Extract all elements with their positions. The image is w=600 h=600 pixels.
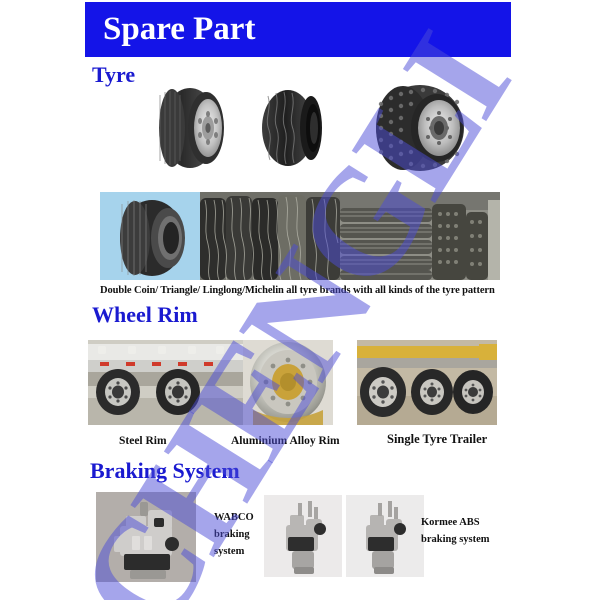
label-kormee-abs-braking-system: Kormee ABS braking system <box>421 514 490 548</box>
label-kormee-line-2: braking system <box>421 534 490 545</box>
photo-off-road-tyre-with-rim <box>365 80 485 175</box>
section-heading-braking-system: Braking System <box>90 458 240 483</box>
photo-truck-tyre-tread-view <box>258 88 326 168</box>
section-heading-tyre: Tyre <box>92 62 136 87</box>
label-wabco-line-3: system <box>214 546 245 557</box>
photo-kormee-abs-unit-left <box>264 495 342 577</box>
section-heading-wheel-rim: Wheel Rim <box>92 302 198 327</box>
header-banner: Spare Part <box>85 2 511 57</box>
caption-aluminium-alloy-rim: Aluminium Alloy Rim <box>231 435 340 447</box>
photo-stacked-tyres-closeup <box>200 192 340 280</box>
photo-kormee-abs-unit-right <box>346 495 424 577</box>
caption-tyre-brands: Double Coin/ Triangle/ Linglong/Michelin… <box>100 285 495 296</box>
caption-steel-rim: Steel Rim <box>119 435 167 447</box>
photo-steel-rim-truck-axles <box>88 340 243 425</box>
label-kormee-line-1: Kormee ABS <box>421 517 480 528</box>
page-title: Spare Part <box>103 11 256 47</box>
label-wabco-braking-system: WABCO braking system <box>214 509 254 560</box>
label-wabco-line-2: braking <box>214 529 250 540</box>
caption-single-tyre-trailer: Single Tyre Trailer <box>387 432 488 446</box>
photo-truck-tyre-with-steel-rim <box>148 85 236 170</box>
photo-tyre-on-blue-background <box>100 192 200 280</box>
photo-tyre-warehouse-stock <box>340 192 500 280</box>
photo-wabco-braking-unit <box>96 492 196 582</box>
photo-single-tyre-trailer-axles <box>357 340 497 425</box>
label-wabco-line-1: WABCO <box>214 512 254 523</box>
photo-aluminium-alloy-rim-closeup <box>243 340 333 425</box>
